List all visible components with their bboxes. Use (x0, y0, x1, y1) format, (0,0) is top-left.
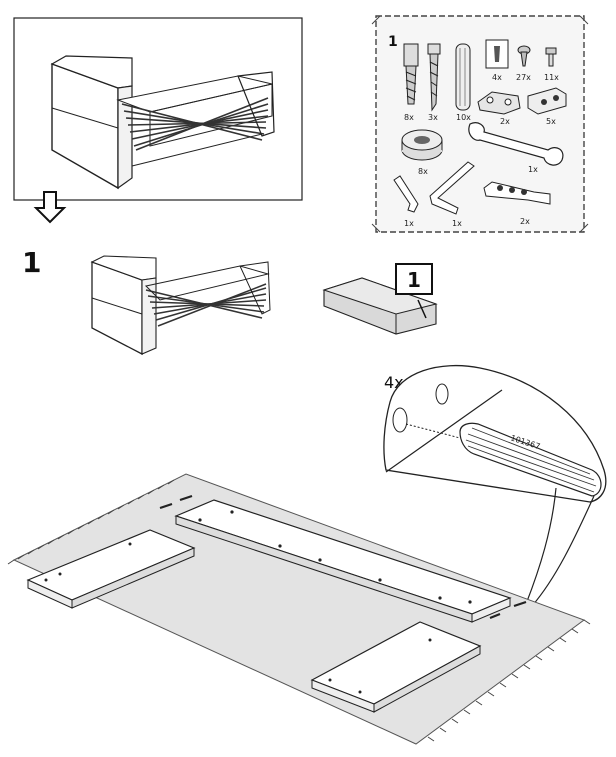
parts-panel: 1 8x 3x 10x 4x (371, 15, 589, 233)
cam-lock-icon: 8x (401, 129, 443, 176)
qty-wood-screw: 3x (428, 113, 438, 122)
qty-small-screw-pack: 4x (492, 73, 502, 82)
qty-long-bolt: 8x (404, 113, 414, 122)
square-nut-icon: 5x (527, 87, 567, 126)
dowel-detail (459, 422, 602, 497)
qty-square-nut: 5x (546, 117, 556, 126)
qty-cam-lock: 8x (418, 167, 428, 176)
step-number: 1 (22, 246, 41, 279)
package-illustration: 1 (322, 263, 438, 335)
wooden-dowel-icon: 10x (455, 43, 471, 122)
long-bolt-icon: 8x (403, 43, 419, 122)
qty-fitting-plate: 2x (520, 217, 530, 226)
qty-clamp-bracket: 2x (500, 117, 510, 126)
qty-wrench: 1x (528, 165, 538, 174)
side-panel-left (26, 529, 196, 609)
parts-box-step-number: 1 (388, 34, 398, 50)
long-rail-panel (159, 494, 527, 623)
package-label: 1 (407, 268, 421, 292)
slat-lines (121, 97, 269, 151)
clamp-bracket-icon: 2x (477, 91, 521, 126)
down-arrow-icon (33, 191, 67, 224)
qty-allen-key-long: 1x (452, 219, 462, 228)
short-screw-icon: 27x (516, 45, 531, 82)
allen-key-short-icon: 1x (393, 175, 419, 228)
wood-screw-icon: 3x (427, 43, 441, 122)
side-panel-right (310, 621, 482, 713)
overview-panel (13, 17, 303, 224)
wrench-icon: 1x (468, 122, 564, 174)
daybed-small-illustration (90, 255, 271, 356)
qty-short-screw: 27x (516, 73, 531, 82)
rug-fringe (7, 479, 591, 742)
small-screw-pack-icon: 4x (485, 39, 509, 82)
pin-icon: 11x (544, 47, 559, 82)
qty-pin: 11x (544, 73, 559, 82)
dowel-pins (159, 494, 527, 620)
qty-allen-key-short: 1x (404, 219, 414, 228)
qty-wooden-dowel: 10x (456, 113, 471, 122)
allen-key-long-icon: 1x (429, 161, 475, 228)
detail-callout: 4x 101367 (383, 364, 607, 607)
fitting-plate-icon: 2x (483, 181, 551, 226)
daybed-illustration (50, 55, 275, 190)
